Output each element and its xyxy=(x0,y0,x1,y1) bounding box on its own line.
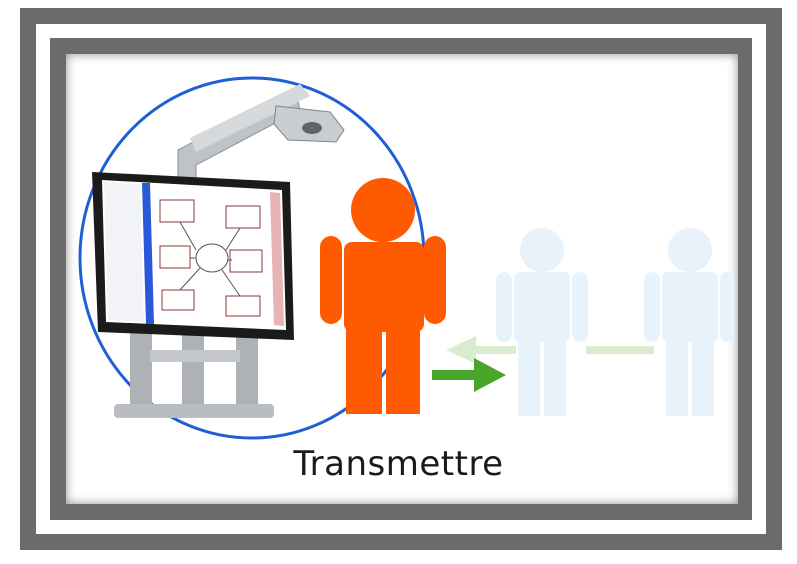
slide-caption: Transmettre xyxy=(293,444,504,484)
connector-line xyxy=(586,346,654,354)
person-icon xyxy=(496,228,588,416)
interactive-whiteboard-icon xyxy=(92,84,345,418)
arrow-right-icon xyxy=(432,358,506,392)
presenter-person-icon xyxy=(320,178,446,414)
person-icon xyxy=(644,228,734,416)
arrow-left-icon xyxy=(446,336,516,364)
